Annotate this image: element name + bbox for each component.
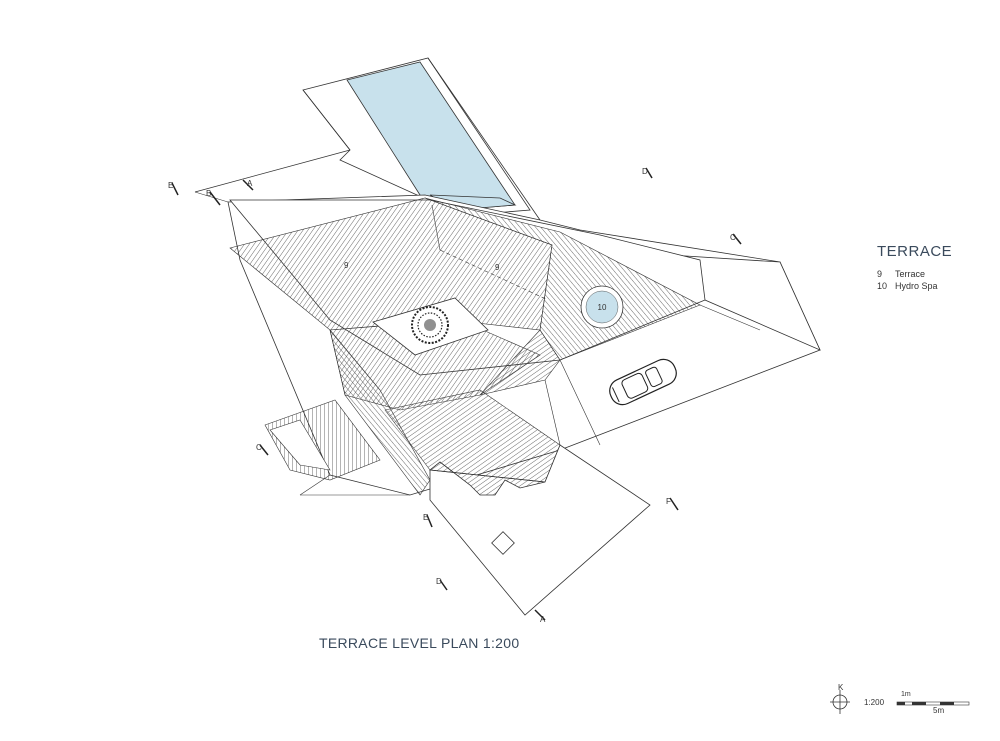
- legend-item-num: 10: [877, 281, 888, 291]
- spa-label: 10: [598, 303, 607, 312]
- svg-text:C: C: [730, 233, 736, 242]
- legend-item: 9 Terrace: [877, 269, 925, 279]
- section-marker-c2: C: [256, 443, 269, 456]
- section-marker-c1: C: [730, 233, 742, 245]
- svg-text:E: E: [168, 181, 173, 190]
- legend-item-label: Hydro Spa: [895, 281, 938, 291]
- plan-title: TERRACE LEVEL PLAN 1:200: [319, 635, 520, 651]
- terrace-label-2: 9: [495, 263, 500, 272]
- section-marker-b: B: [206, 189, 221, 206]
- legend-item: 10 Hydro Spa: [877, 281, 938, 291]
- section-marker-a1: A: [242, 179, 254, 191]
- svg-text:B: B: [206, 189, 211, 198]
- svg-text:F: F: [666, 497, 671, 506]
- section-marker-e2: E: [423, 513, 433, 528]
- pool-wing: [194, 57, 541, 221]
- svg-text:A: A: [540, 615, 546, 624]
- legend-title: TERRACE: [877, 243, 953, 260]
- section-marker-f: F: [666, 497, 679, 511]
- section-marker-d1: D: [642, 167, 653, 179]
- svg-text:C: C: [256, 443, 262, 452]
- scale-large-label: 5m: [933, 706, 945, 715]
- legend-item-num: 9: [877, 269, 883, 279]
- north-label: K: [838, 683, 844, 692]
- scale-ratio: 1:200: [864, 698, 885, 707]
- entrance-ramp: [428, 444, 651, 616]
- terrace-label-1: 9: [344, 261, 349, 270]
- hydro-spa: 10: [580, 285, 624, 329]
- svg-text:A: A: [247, 179, 253, 188]
- svg-text:E: E: [423, 513, 428, 522]
- section-markers: A A B C C D D E E F: [168, 167, 742, 624]
- section-marker-a2: A: [534, 609, 546, 624]
- terrace-decking: [229, 197, 701, 496]
- scale-small-label: 1m: [901, 691, 911, 698]
- legend-item-label: Terrace: [895, 269, 926, 279]
- section-marker-e1: E: [168, 181, 179, 196]
- svg-text:D: D: [436, 577, 442, 586]
- north-arrow-icon: [830, 690, 850, 714]
- section-marker-d2: D: [436, 577, 448, 591]
- courtyard: [372, 297, 489, 356]
- scale-bar: [896, 701, 970, 706]
- svg-text:D: D: [642, 167, 648, 176]
- car-icon: [609, 358, 677, 406]
